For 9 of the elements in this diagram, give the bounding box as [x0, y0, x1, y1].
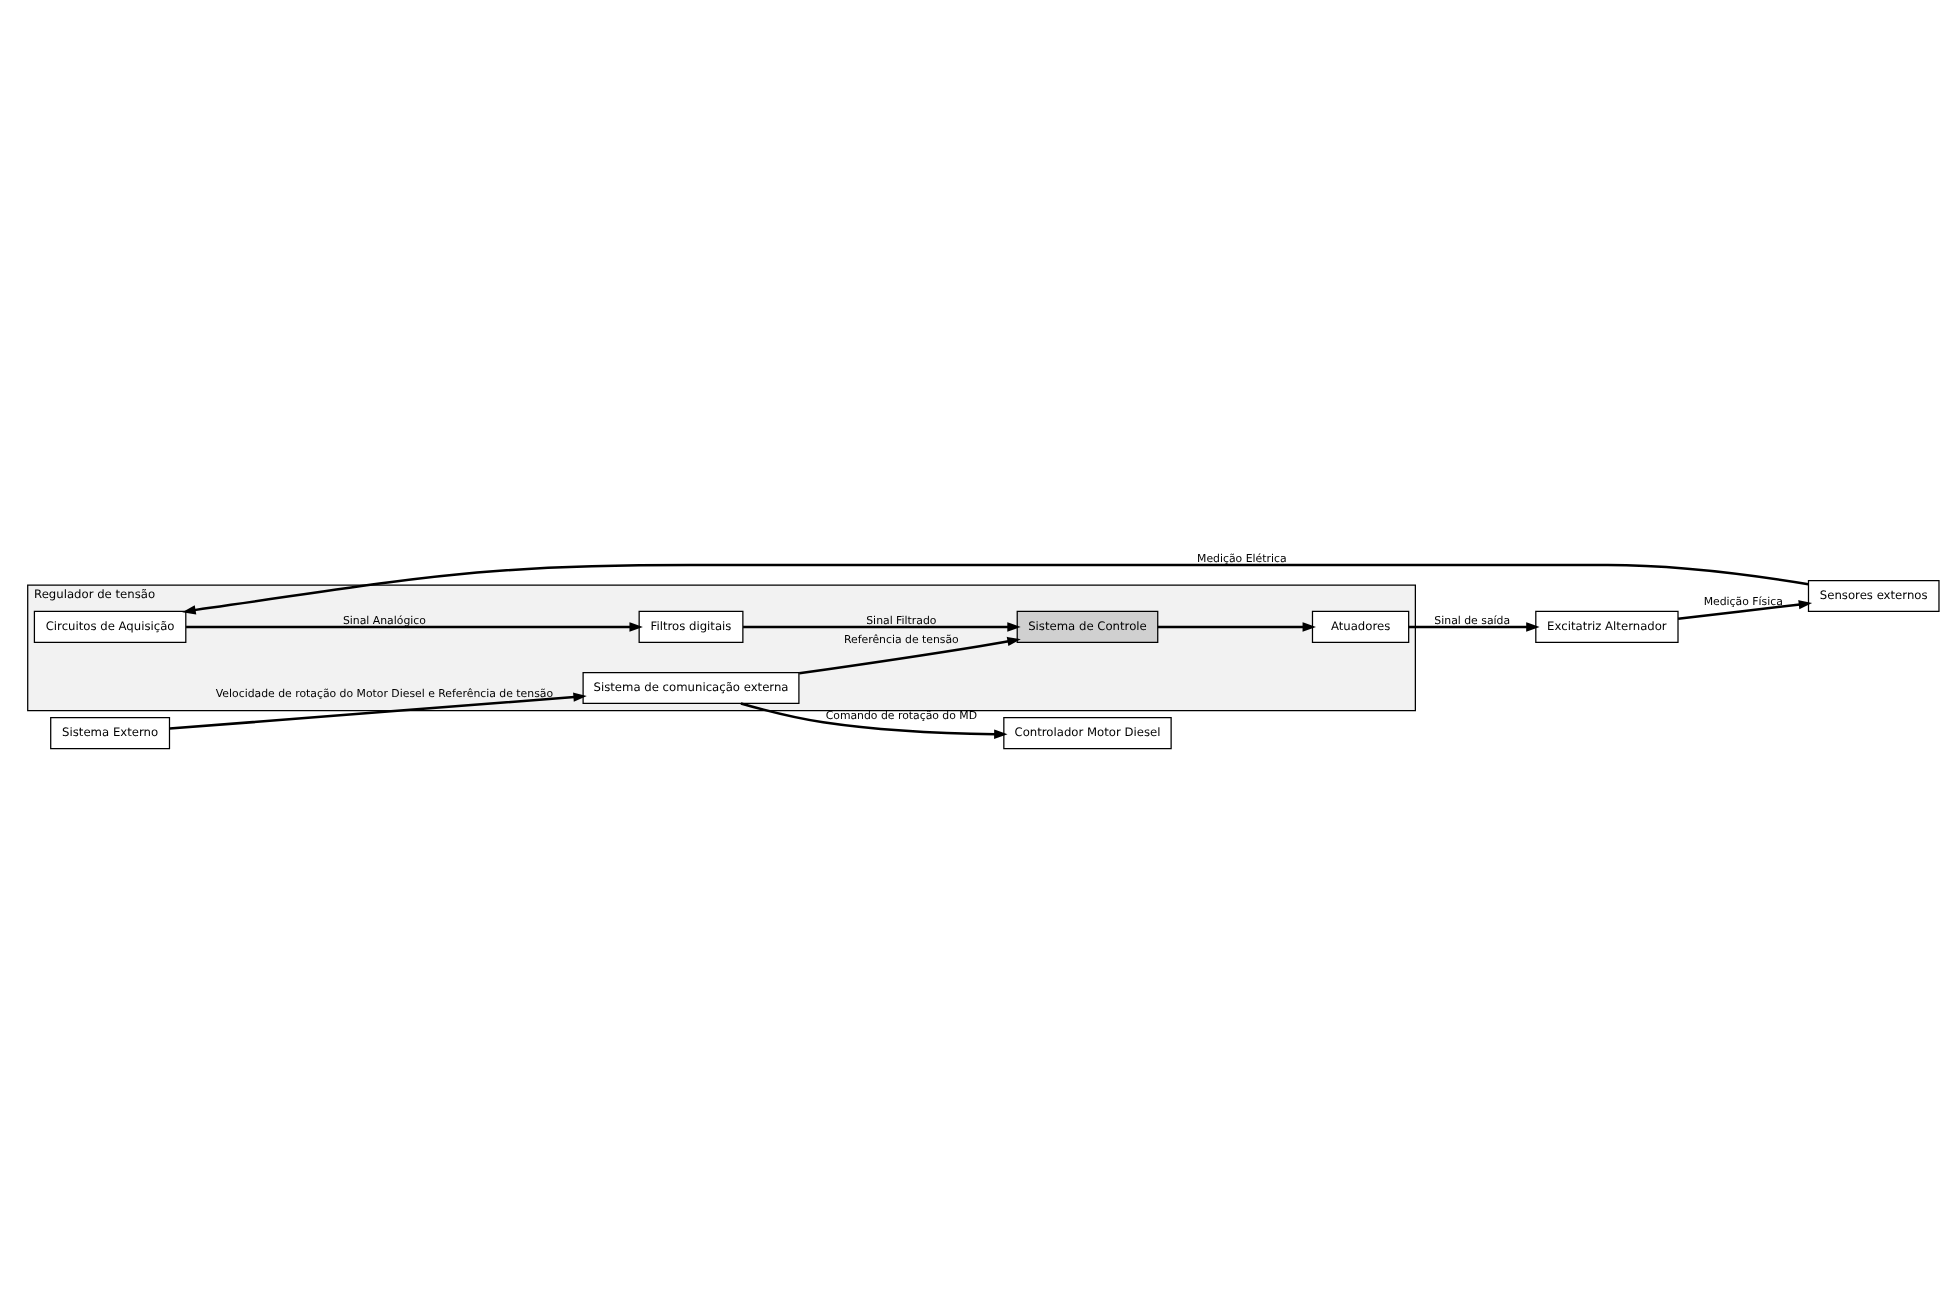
arrow [1157, 621, 1316, 631]
arrow [740, 701, 1008, 738]
arrow [186, 621, 643, 631]
arrow [1408, 621, 1540, 631]
arrow [743, 621, 1021, 631]
arrow [799, 635, 1021, 674]
arrow [182, 562, 1809, 614]
arrow [169, 691, 587, 729]
arrow [1677, 599, 1813, 619]
